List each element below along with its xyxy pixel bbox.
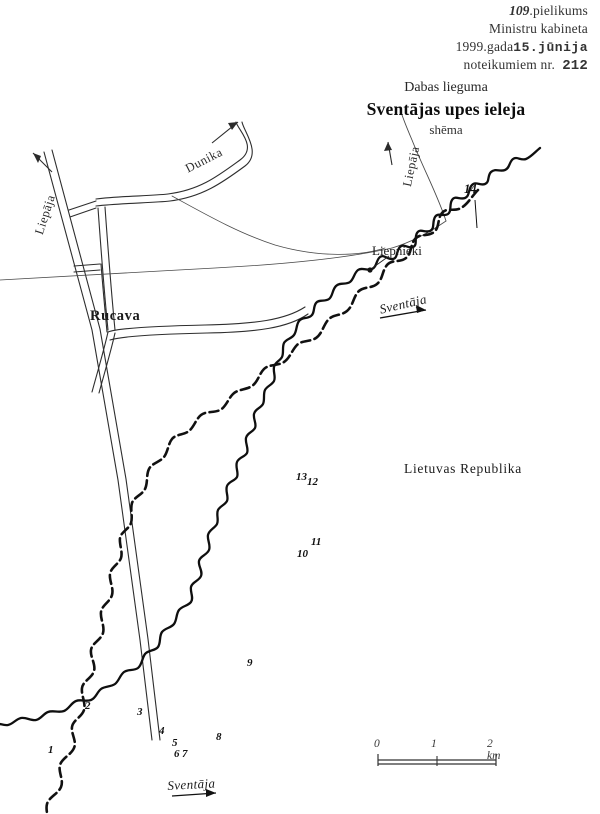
road-west-block <box>73 263 101 273</box>
marker-tick-14 <box>474 199 478 229</box>
header-year: 1999 <box>455 38 484 54</box>
flow-arrow-upper <box>379 305 427 319</box>
reserve-boundary <box>45 188 480 814</box>
boundary-marker-4: 4 <box>159 725 165 737</box>
boundary-marker-3: 3 <box>137 706 143 718</box>
title-subtitle: Dabas lieguma <box>404 80 488 95</box>
settlement-dot-liepnieki <box>367 267 373 273</box>
boundary-marker-14: 14 <box>464 182 477 196</box>
document-header: 109.pielikums Ministru kabineta 1999.gad… <box>318 2 588 75</box>
boundary-marker-2: 2 <box>85 700 91 712</box>
road-rucava-east <box>107 306 309 341</box>
boundary-marker-9: 9 <box>247 657 253 669</box>
road-lane-liepnieki <box>171 195 386 255</box>
settlement-label-rucava: Rucava <box>90 308 141 324</box>
river-label-sventaja-lower: Sventāja <box>167 775 216 793</box>
title-scheme-word: shēma <box>429 122 463 138</box>
boundary-marker-13: 13 <box>296 471 307 483</box>
scale-tick-2: 2 km <box>487 738 501 762</box>
scale-bar-graphic <box>377 754 497 766</box>
road-rucava-south <box>91 331 116 394</box>
header-annex-word: .pielikums <box>529 3 588 18</box>
page-title: Sventājas upes ieleja <box>366 98 526 119</box>
road-liepaja-highway <box>43 149 161 741</box>
flow-arrow-lower <box>171 789 217 797</box>
map-title-block: Dabas lieguma Sventājas upes ieleja shēm… <box>306 79 586 139</box>
header-reg-number: 212 <box>562 57 588 74</box>
direction-arrow-liepaja-left <box>32 152 53 173</box>
boundary-marker-11: 11 <box>311 536 322 548</box>
header-annex-number: 109 <box>509 3 530 18</box>
boundary-marker-8: 8 <box>216 731 222 743</box>
boundary-marker-12: 12 <box>307 476 318 488</box>
header-line-pielikums: 109.pielikums <box>318 2 588 20</box>
road-rucava-north <box>97 206 116 331</box>
road-dunika <box>95 121 253 207</box>
scale-tick-1: 1 <box>431 738 437 750</box>
road-west-block-2 <box>100 263 108 333</box>
header-reg-text: noteikumiem nr. <box>463 56 556 72</box>
road-network <box>0 111 447 741</box>
boundary-marker-1: 1 <box>48 744 54 756</box>
settlement-label-liepnieki: Liepnieki <box>372 243 422 258</box>
header-gada: .gada <box>483 38 514 54</box>
road-lane-west <box>0 247 393 281</box>
scale-tick-0: 0 <box>374 738 380 750</box>
boundary-marker-7: 7 <box>182 748 188 760</box>
header-date: 15.jūnija <box>513 39 588 55</box>
country-label-lietuva: Lietuvas Republika <box>404 461 522 476</box>
river-sventaja <box>0 146 542 727</box>
scale-bar: 0 1 2 km <box>374 738 500 762</box>
direction-arrow-dunika <box>211 121 239 144</box>
header-line-regulation: noteikumiem nr. 212 <box>318 56 588 75</box>
boundary-marker-6: 6 <box>174 748 180 760</box>
header-line-date: 1999.gada15.jūnija <box>318 38 588 56</box>
leader-line-liepnieki <box>370 255 390 270</box>
boundary-marker-5: 5 <box>172 737 178 749</box>
header-line-cabinet: Ministru kabineta <box>488 20 588 36</box>
boundary-marker-10: 10 <box>297 548 308 560</box>
road-connector-north <box>68 200 97 218</box>
road-liepaja-right <box>400 111 447 222</box>
direction-arrow-liepaja-right <box>384 141 393 166</box>
